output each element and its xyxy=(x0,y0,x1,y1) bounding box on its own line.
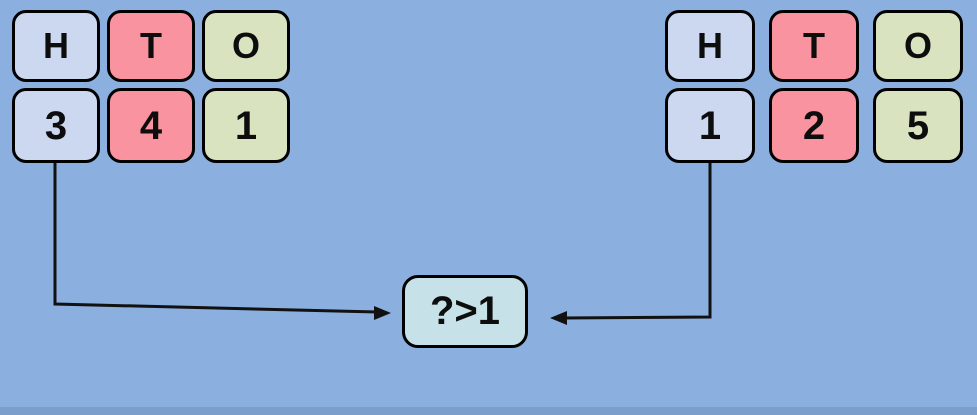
left-tens-digit-tile: 4 xyxy=(107,88,195,163)
left-hundreds-header-tile: H xyxy=(12,10,100,82)
left-ones-digit-tile: 1 xyxy=(202,88,290,163)
right-hundreds-arrow xyxy=(550,163,712,325)
right-digit-row: 1 2 5 xyxy=(665,88,963,163)
right-hundreds-digit-tile: 1 xyxy=(665,88,755,163)
right-hundreds-header-tile: H xyxy=(665,10,755,82)
right-tens-digit-tile: 2 xyxy=(769,88,859,163)
left-header-row: H T O xyxy=(12,10,290,82)
left-hundreds-arrow xyxy=(53,163,391,320)
bottom-edge-shadow xyxy=(0,407,977,415)
right-ones-header-tile: O xyxy=(873,10,963,82)
left-tens-header-tile: T xyxy=(107,10,195,82)
left-number-group: H T O 3 4 1 xyxy=(12,10,290,163)
right-number-group: H T O 1 2 5 xyxy=(665,10,963,163)
right-tens-header-tile: T xyxy=(769,10,859,82)
right-ones-digit-tile: 5 xyxy=(873,88,963,163)
right-header-row: H T O xyxy=(665,10,963,82)
left-ones-header-tile: O xyxy=(202,10,290,82)
comparison-box: ?>1 xyxy=(402,275,528,348)
left-digit-row: 3 4 1 xyxy=(12,88,290,163)
left-hundreds-digit-tile: 3 xyxy=(12,88,100,163)
